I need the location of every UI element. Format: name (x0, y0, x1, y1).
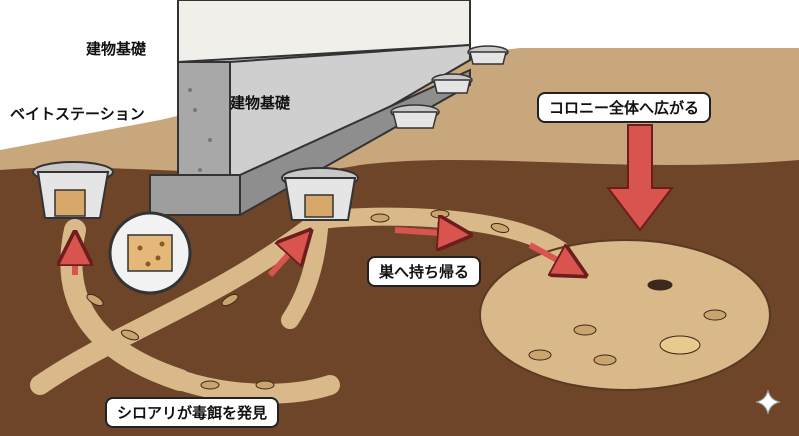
termite-icon (86, 209, 727, 390)
bait-station-icon (32, 161, 114, 219)
label-spread-colony: コロニー全体へ広がる (537, 92, 712, 123)
bait-station-icon (390, 104, 440, 129)
bait-station-icon (467, 45, 509, 65)
label-carry-home: 巣へ持ち帰る (367, 256, 482, 287)
label-foundation-top: 建物基礎 (86, 40, 147, 58)
bait-station-icon (281, 167, 359, 221)
bait-closeup (108, 211, 192, 295)
bait-station-icon (431, 73, 473, 94)
label-discover-bait: シロアリが毒餌を発見 (105, 397, 280, 428)
sparkle-icon (755, 389, 781, 415)
label-bait-station: ベイトステーション (10, 105, 145, 123)
red-arrow-icon (75, 230, 572, 275)
label-foundation-side: 建物基礎 (230, 94, 291, 112)
building-foundation (149, 0, 471, 217)
big-red-arrow (605, 124, 675, 232)
